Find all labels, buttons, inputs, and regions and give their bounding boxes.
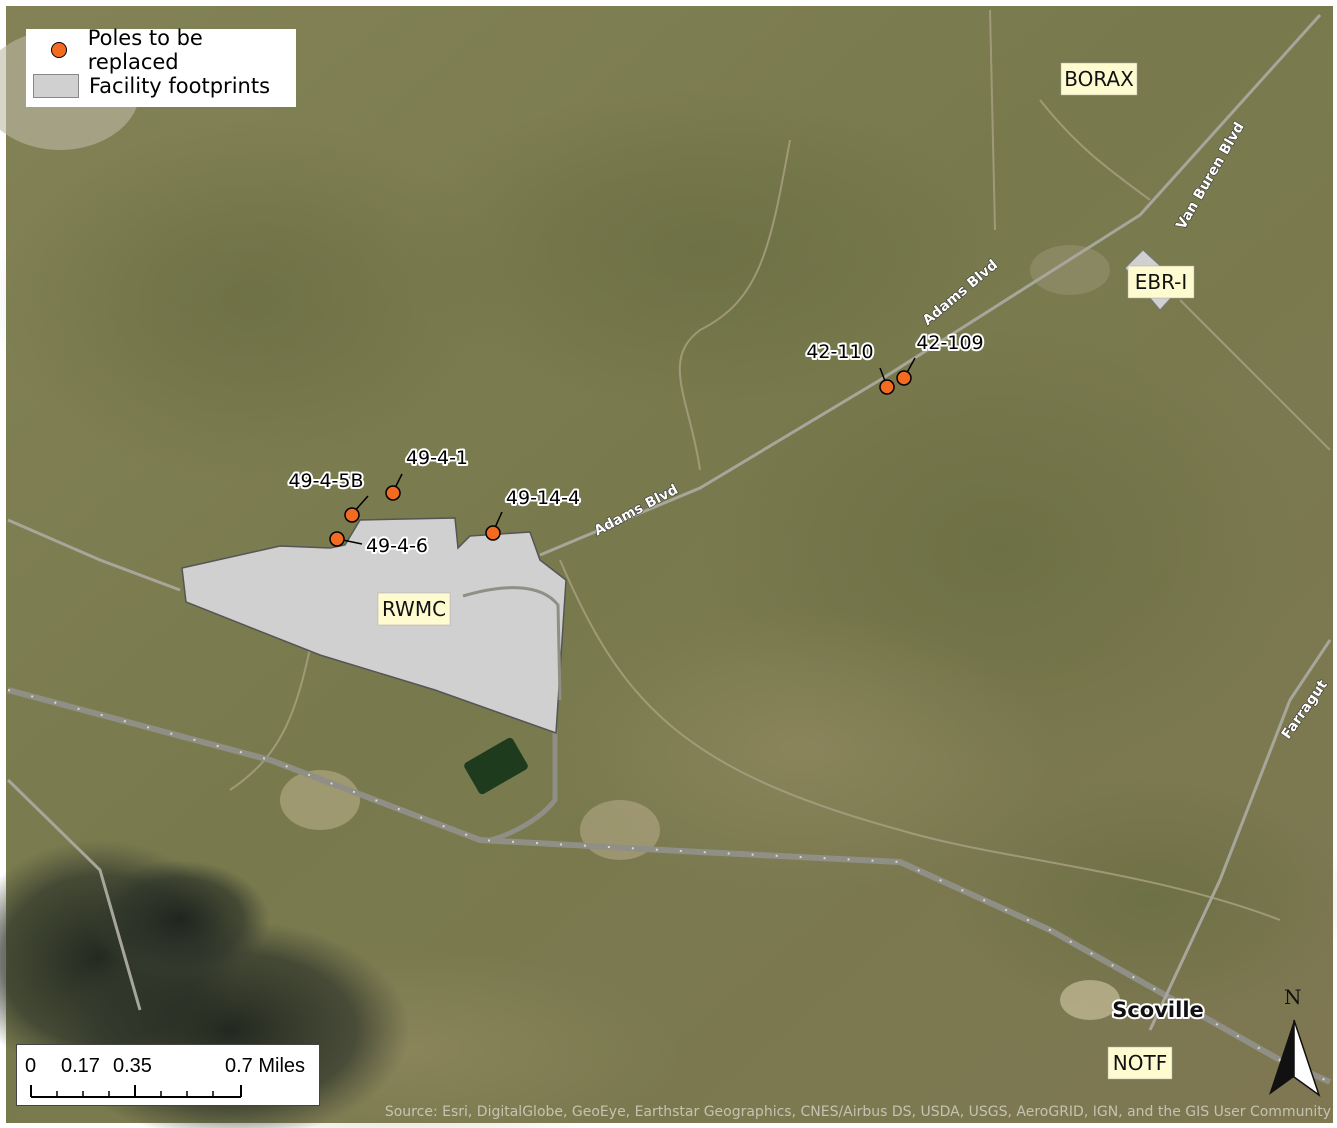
roads (6, 13, 1332, 1031)
scale-bar: 0 0.17 0.35 0.7 Miles (16, 1044, 320, 1106)
legend-poles-label: Poles to be replaced (87, 26, 203, 74)
pole-label: 42-110 (806, 341, 873, 363)
pole-label: 49-14-4 (506, 487, 580, 509)
legend-facility-label: Facility footprints (89, 74, 271, 98)
scale-label-0: 0 (25, 1055, 37, 1077)
pole-label: 49-4-6 (366, 535, 428, 557)
scale-label-2: 0.35 (113, 1055, 152, 1077)
source-attribution: Source: Esri, DigitalGlobe, GeoEye, Eart… (384, 1104, 1331, 1120)
borax-label: BORAX (1064, 67, 1134, 91)
pole-marker[interactable] (485, 525, 501, 541)
scale-ruler (30, 1085, 242, 1098)
pole-label: 49-4-5B (288, 470, 363, 492)
pole-label: 49-4-1 (406, 447, 468, 469)
map-legend: Poles to be replaced Facility footprints (26, 26, 296, 107)
pole-marker[interactable] (344, 507, 360, 523)
pole-marker[interactable] (329, 531, 345, 547)
pole-label: 42-109 (916, 332, 983, 354)
pole-symbol-icon (51, 42, 67, 58)
ebr-label: EBR-I (1135, 270, 1188, 294)
notf-label: NOTF (1113, 1051, 1167, 1075)
facility-labels: RWMC BORAX EBR-I NOTF (377, 62, 1195, 1080)
pole-marker[interactable] (385, 485, 401, 501)
north-arrow-icon (1269, 1019, 1321, 1097)
pole-labels: 49-4-5B 49-4-1 49-4-6 49-14-4 42-110 42-… (286, 330, 985, 559)
legend-item-facilities: Facility footprints (26, 71, 270, 101)
rwmc-label: RWMC (382, 597, 446, 621)
facility-swatch-icon (33, 74, 79, 98)
north-arrow: N (1264, 985, 1324, 1100)
poles (329, 370, 912, 547)
pole-marker[interactable] (896, 370, 912, 386)
scale-label-3: 0.7 Miles (225, 1055, 306, 1077)
dirt-tracks (229, 9, 1331, 921)
pole-marker[interactable] (879, 379, 895, 395)
town-label-scoville: Scoville (1112, 998, 1204, 1022)
top-margin (0, 0, 1337, 6)
railway (7, 687, 1332, 1085)
legend-item-poles: Poles to be replaced (26, 26, 296, 74)
north-label: N (1284, 985, 1302, 1009)
scale-label-1: 0.17 (61, 1055, 100, 1077)
